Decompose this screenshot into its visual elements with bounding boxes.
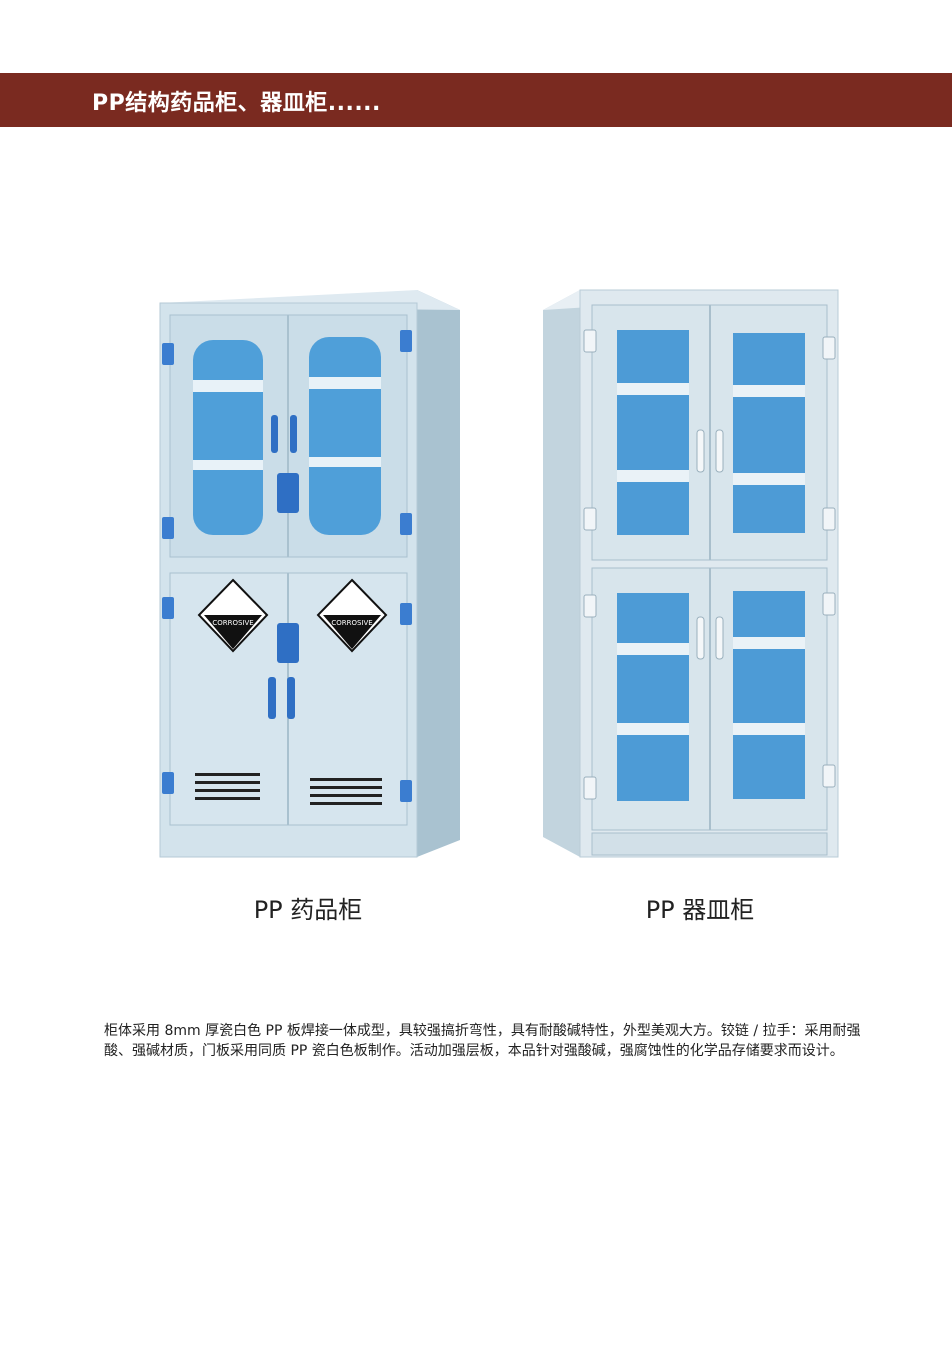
header-bar: PP结构药品柜、器皿柜......	[0, 73, 952, 127]
glassware-cabinet-image	[540, 285, 845, 860]
chemical-cabinet-image: CORROSIVE CORROSIVE	[155, 285, 465, 860]
glassware-cabinet-illustration	[543, 289, 839, 858]
hazard-label-left: CORROSIVE	[212, 619, 253, 627]
caption-glassware-cabinet: PP 器皿柜	[645, 896, 755, 924]
hazard-label-right: CORROSIVE	[331, 619, 372, 627]
chemical-cabinet-illustration: CORROSIVE CORROSIVE	[159, 290, 460, 858]
corrosive-hazard-sign-left: CORROSIVE	[197, 578, 269, 653]
caption-chemical-cabinet: PP 药品柜	[253, 896, 363, 924]
corrosive-hazard-sign-right: CORROSIVE	[316, 578, 388, 653]
page-title: PP结构药品柜、器皿柜......	[92, 91, 381, 116]
product-description: 柜体采用 8mm 厚瓷白色 PP 板焊接一体成型，具较强搞折弯性，具有耐酸碱特性…	[104, 1023, 861, 1059]
